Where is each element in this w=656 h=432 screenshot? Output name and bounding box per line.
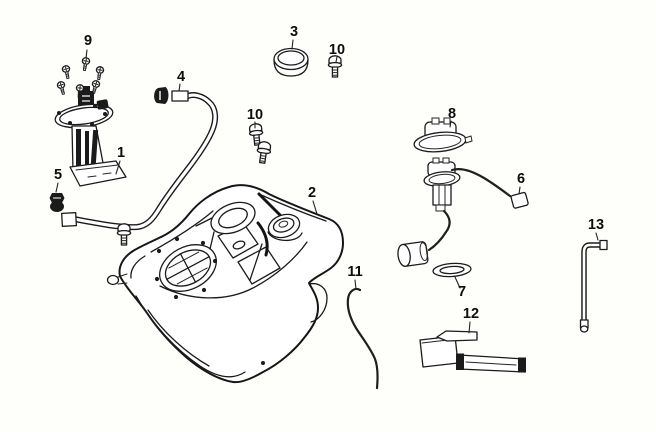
tank-pump-opening	[210, 201, 256, 235]
pipe-grommet-5	[49, 193, 65, 212]
float-arm	[427, 209, 451, 252]
filler-cap-3	[273, 47, 309, 77]
fuel-tank-2	[106, 184, 344, 384]
tank-flange-bolt	[116, 223, 132, 246]
hose-clamp	[171, 90, 189, 102]
sender-wire	[450, 168, 512, 198]
callout-label-13: 13	[588, 217, 604, 233]
bracket-tab	[436, 330, 478, 342]
callout-label-10-top: 10	[329, 42, 345, 58]
tank-mount-tab	[106, 274, 120, 286]
wire-connector-6	[510, 191, 529, 209]
tank-filler-neck	[267, 213, 301, 239]
callout-label-9: 9	[84, 33, 92, 49]
drain-tube-11	[346, 287, 379, 390]
bolt-10-top	[327, 55, 343, 78]
fuel-pipe	[61, 92, 219, 231]
callout-label-7: 7	[458, 284, 466, 300]
callouts: 9 4 3 10 10 1 5 2 8 6 7 11 12 13	[54, 24, 604, 334]
pump-top-stub	[83, 86, 90, 92]
fuel-gauge-cap-8	[413, 117, 473, 153]
pump-connector	[78, 91, 94, 108]
callout-label-8: 8	[448, 106, 456, 122]
callout-label-1: 1	[117, 145, 125, 161]
pump-base-plate	[69, 160, 127, 187]
callout-label-4: 4	[177, 69, 185, 85]
hose-joint-4	[154, 87, 189, 104]
tank-pump-flange-plate	[159, 244, 217, 292]
wrench-13	[579, 239, 608, 333]
callout-label-2: 2	[308, 185, 316, 201]
callout-label-11: 11	[347, 264, 362, 280]
pipe-sleeve	[61, 211, 78, 228]
callout-label-3: 3	[290, 24, 298, 40]
wrench-end-cap	[599, 239, 608, 251]
fuel-sender-unit	[397, 157, 529, 267]
sender-body	[432, 184, 452, 206]
callout-label-5: 5	[54, 167, 62, 183]
callout-label-6: 6	[517, 171, 525, 187]
fuel-pump-assembly-1	[54, 86, 127, 187]
callout-label-12: 12	[463, 306, 479, 322]
callout-label-10-mid: 10	[247, 107, 263, 123]
bracket-12	[419, 330, 526, 373]
float	[397, 241, 429, 267]
seal-ring-7	[432, 262, 472, 278]
